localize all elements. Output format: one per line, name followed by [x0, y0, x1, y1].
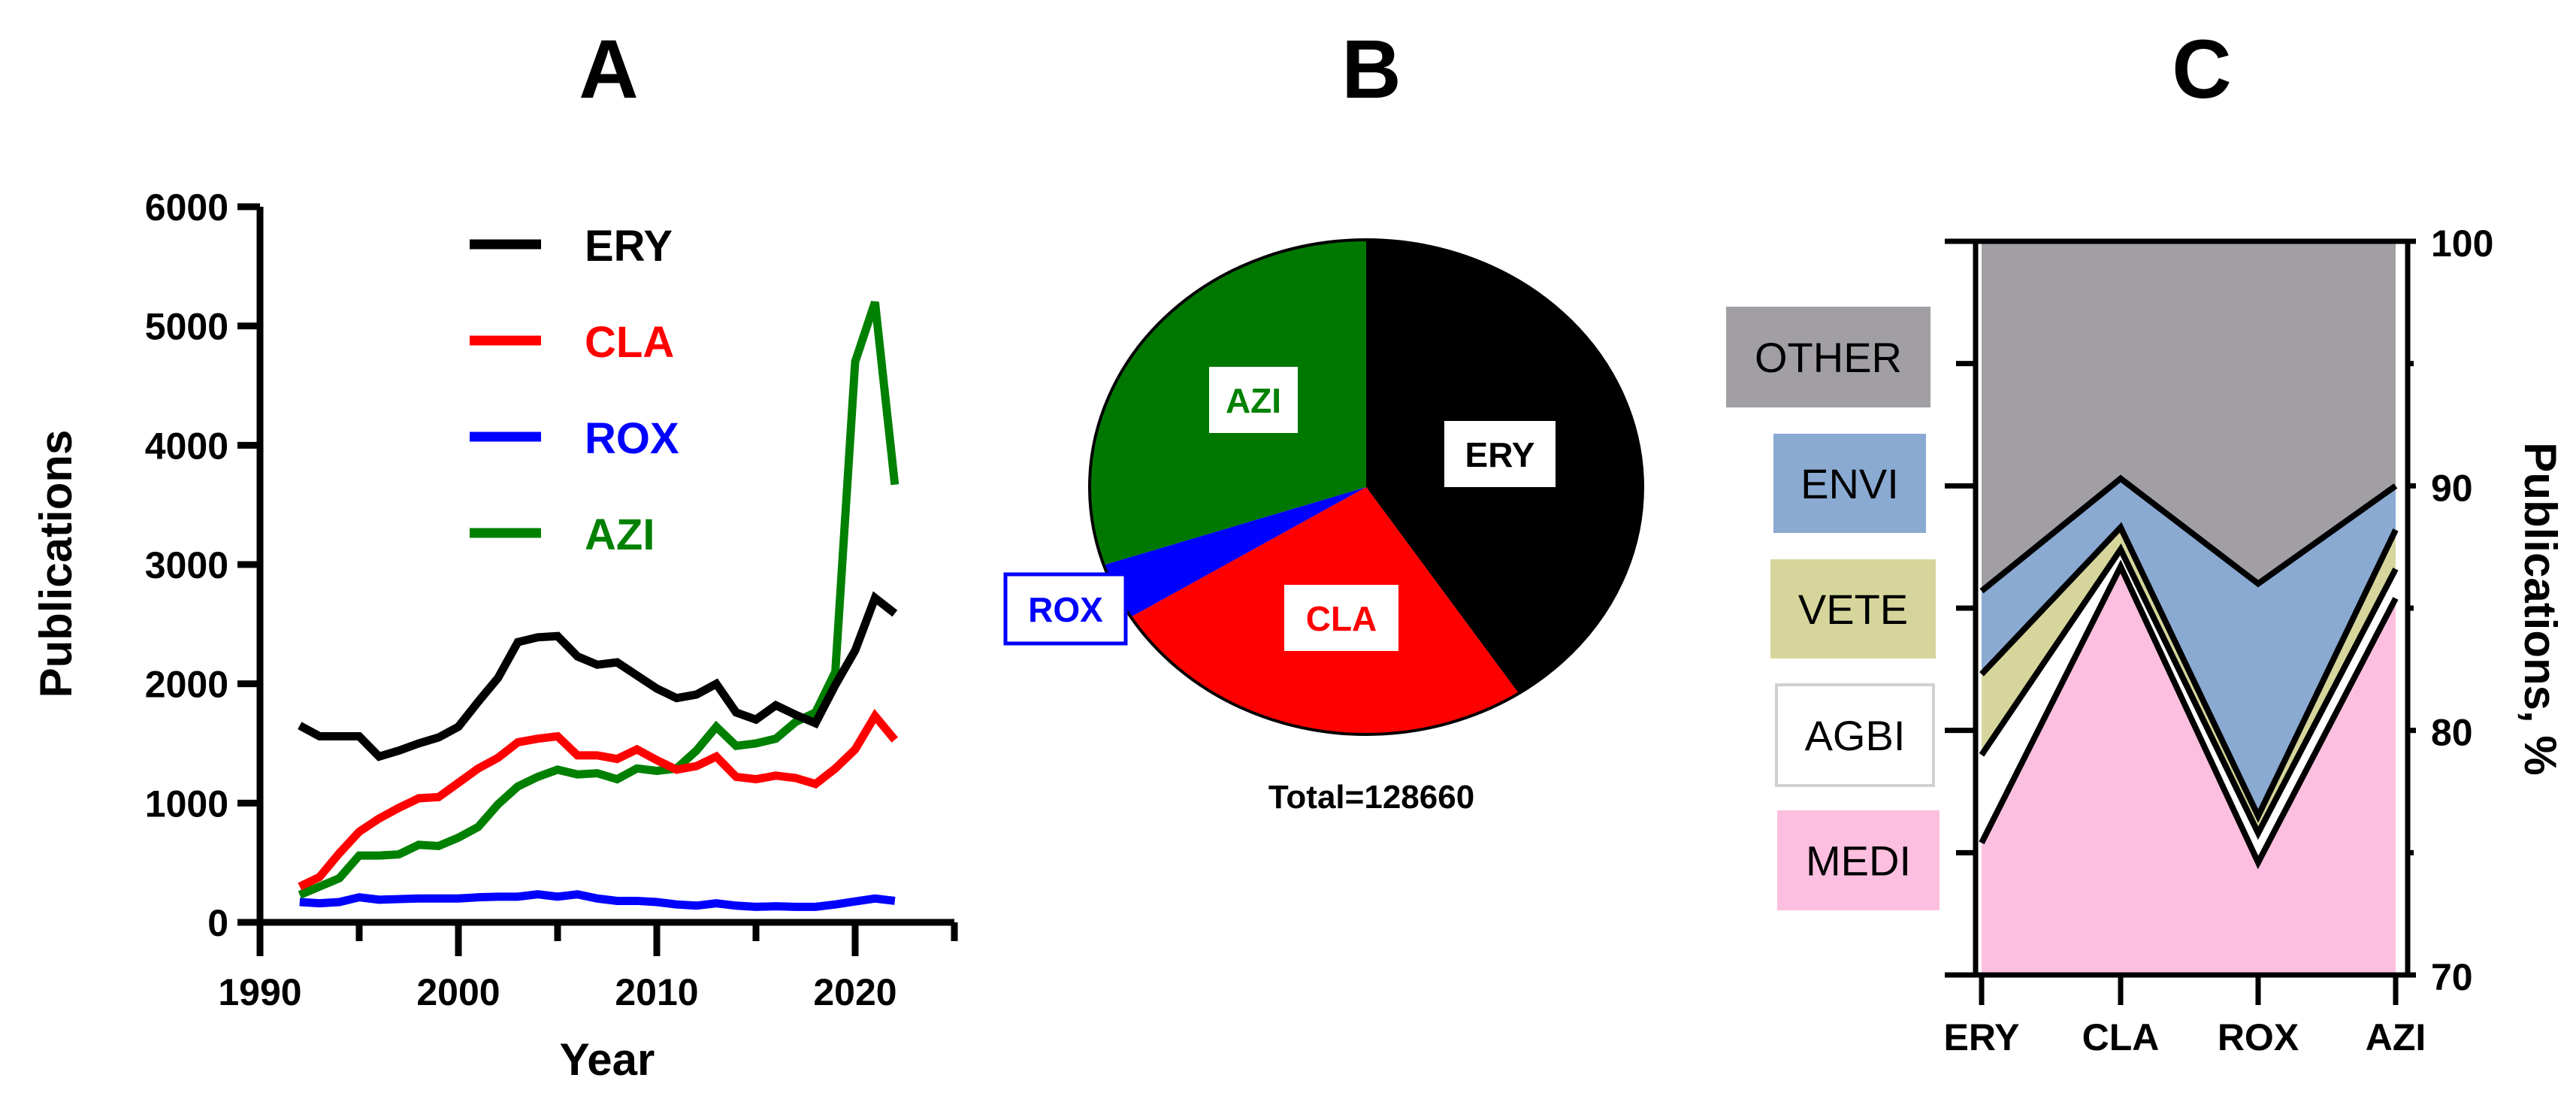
- legend-label-vete: VETE: [1798, 586, 1908, 633]
- legend-label-cla: CLA: [585, 318, 674, 367]
- pie-total-annotation: Total=128660: [1268, 779, 1474, 816]
- x-tick-label: 2000: [416, 971, 500, 1013]
- y-tick-label: 3000: [145, 544, 228, 586]
- boundary-line-agbi: [1979, 543, 2399, 840]
- y-tick-label: 5000: [145, 306, 228, 348]
- y-tick-label: 4000: [145, 425, 228, 467]
- area-medi: [1982, 566, 2396, 975]
- legend-box-envi: [1773, 434, 1926, 533]
- x-tick-label: 1990: [218, 971, 301, 1013]
- x-tick-label-cla: CLA: [2082, 1016, 2160, 1058]
- legend-label-envi: ENVI: [1800, 460, 1899, 507]
- pie-outline: [1088, 238, 1644, 736]
- pie-label-box-cla: [1284, 585, 1398, 651]
- series-line-cla: [298, 709, 899, 891]
- boundary-line-medi: [1979, 559, 2399, 870]
- y-tick-label: 70: [2431, 956, 2473, 998]
- panel-b-pie-chart: Total=128660 ERY CLA ROX AZI: [1003, 238, 1644, 816]
- pie-label-box-azi: [1209, 367, 1298, 433]
- legend-box-agbi: [1775, 683, 1935, 787]
- x-tick-label-ery: ERY: [1944, 1016, 2020, 1058]
- boundary-line-envi: [1979, 474, 2398, 594]
- panel-a-line-chart: Publications Year 0 1000 2000 3000 4000 5000 6…: [31, 186, 958, 1085]
- x-tick-label: 2010: [615, 971, 698, 1013]
- y-tick-label: 80: [2431, 712, 2473, 754]
- panel-b-title: B: [1341, 23, 1401, 116]
- pie-label-box-ery: [1444, 421, 1556, 487]
- y-tick-label: 1000: [145, 783, 228, 825]
- y-tick-label: 100: [2431, 223, 2493, 265]
- series-line-rox: [299, 890, 896, 911]
- pie-label-box-rox: [1003, 572, 1128, 646]
- y-tick-label: 0: [207, 902, 228, 944]
- x-tick-label: 2020: [813, 971, 896, 1013]
- pie-label-azi: AZI: [1226, 381, 1281, 420]
- y-tick-label: 2000: [145, 664, 228, 706]
- legend-label-rox: ROX: [585, 414, 679, 463]
- legend-box-medi: [1777, 810, 1940, 910]
- panel-a-ylabel: Publications: [31, 430, 81, 698]
- legend-label-azi: AZI: [585, 510, 655, 559]
- panel-a-title: A: [579, 23, 638, 116]
- legend-label-medi: MEDI: [1806, 837, 1911, 885]
- legend-box-vete: [1770, 559, 1936, 658]
- legend-box-other: [1726, 307, 1930, 407]
- panel-a-xlabel: Year: [560, 1034, 655, 1085]
- legend-label-ery: ERY: [585, 222, 673, 271]
- pie-slice-rox: [1103, 487, 1366, 617]
- series-line-ery: [298, 591, 898, 761]
- pie-label-cla: CLA: [1306, 599, 1377, 638]
- pie-label-ery: ERY: [1465, 435, 1535, 474]
- panel-c-title: C: [2172, 23, 2231, 116]
- series-line-azi: [298, 301, 899, 899]
- x-tick-label-rox: ROX: [2218, 1016, 2299, 1058]
- x-tick-label-azi: AZI: [2366, 1016, 2426, 1058]
- boundary-line-vete: [1979, 522, 2399, 823]
- pie-label-rox: ROX: [1028, 590, 1103, 629]
- legend-label-agbi: AGBI: [1805, 712, 1906, 759]
- y-tick-label: 90: [2431, 467, 2473, 509]
- legend-label-other: OTHER: [1755, 334, 1902, 381]
- panel-c-ylabel: Publications, %: [2515, 442, 2565, 775]
- y-tick-label: 6000: [145, 186, 228, 229]
